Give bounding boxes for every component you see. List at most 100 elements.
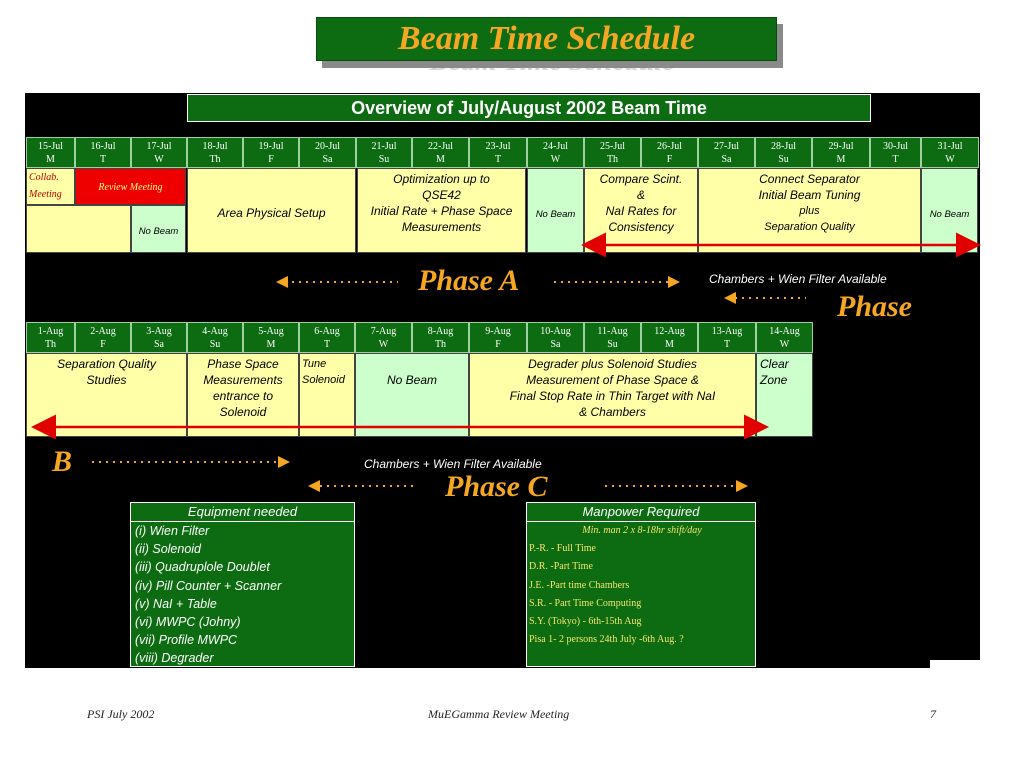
date-label: 26-Jul: [657, 141, 682, 152]
weekday-label: Su: [378, 154, 390, 165]
weekday-label: Sa: [550, 339, 561, 350]
date-label: 28-Jul: [771, 141, 796, 152]
date-label: 11-Aug: [597, 326, 628, 337]
manpower-item: Pisa 1- 2 persons 24th July -6th Aug. ?: [529, 634, 684, 646]
weekday-label: F: [268, 154, 274, 165]
date-label: 12-Aug: [654, 326, 685, 337]
board-corner: [930, 660, 980, 668]
weekday-label: Su: [607, 339, 618, 350]
collab-line: Collab.: [29, 172, 59, 183]
footer-meeting: MuEGamma Review Meeting: [428, 707, 570, 721]
weekday-label: W: [550, 154, 561, 165]
date-label: 29-Jul: [828, 141, 854, 152]
page-title: Beam Time Schedule: [316, 17, 777, 61]
manpower-item: D.R. -Part Time: [529, 561, 593, 573]
date-label: 15-Jul: [38, 141, 63, 152]
page-number: 7: [930, 707, 936, 721]
compare-line: Compare Scint.: [599, 172, 683, 186]
equipment-item: (vii) Profile MWPC: [135, 633, 238, 648]
weekday-label: Th: [606, 154, 619, 165]
weekday-label: T: [892, 154, 899, 165]
footer-date: PSI July 2002: [87, 707, 155, 721]
weekday-label: Su: [209, 339, 221, 350]
date-label: 27-Jul: [714, 141, 739, 152]
equipment-item: (vi) MWPC (Johny): [135, 615, 241, 630]
date-label: 8-Aug: [427, 326, 454, 337]
weekday-label: T: [99, 154, 107, 165]
equipment-item: (viii) Degrader: [135, 651, 214, 666]
collab-line: Meeting: [29, 189, 62, 200]
clear-line: Zone: [760, 373, 788, 387]
date-label: 23-Jul: [485, 141, 511, 152]
arrowhead: [736, 480, 748, 492]
weekday-label: W: [154, 154, 164, 165]
optim-line: Measurements: [401, 220, 482, 234]
weekday-label: Sa: [154, 339, 164, 350]
weekday-label: Th: [434, 339, 447, 350]
date-label: 30-Jul: [883, 141, 908, 152]
date-label: 2-Aug: [90, 326, 116, 337]
phase-c-label: Phase C: [445, 470, 548, 503]
date-label: 31-Jul: [937, 141, 963, 152]
date-label: 14-Aug: [769, 326, 800, 337]
tune-line: Tune: [302, 358, 327, 370]
arrowhead: [724, 292, 736, 304]
weekday-label: W: [779, 339, 790, 350]
manpower-item: J.E. -Part time Chambers: [529, 579, 630, 591]
connect-line: Separation Quality: [764, 221, 855, 233]
weekday-label: T: [723, 339, 731, 350]
date-label: 21-Jul: [371, 141, 397, 152]
optim-line: Initial Rate + Phase Space: [370, 204, 513, 218]
weekday-label: M: [665, 339, 674, 350]
connect-line: Initial Beam Tuning: [758, 188, 861, 202]
weekday-label: M: [266, 339, 276, 350]
ps-line: Phase Space: [207, 357, 279, 371]
date-label: 3-Aug: [146, 326, 172, 337]
date-label: 7-Aug: [370, 326, 397, 337]
weekday-label: Sa: [721, 154, 732, 165]
date-label: 18-Jul: [202, 141, 228, 152]
compare-line: NaI Rates for: [605, 204, 677, 218]
date-label: 10-Aug: [540, 326, 571, 337]
date-label: 25-Jul: [600, 141, 625, 152]
compare-line: Consistency: [608, 220, 674, 234]
equipment-item: (iv) Pill Counter + Scanner: [135, 578, 282, 593]
area-setup-cell: Area Physical Setup: [187, 168, 356, 253]
manpower-item: S.Y. (Tokyo) - 6th-15th Aug: [529, 616, 642, 628]
date-label: 16-Jul: [90, 141, 116, 152]
weekday-label: F: [495, 339, 501, 350]
equipment-header: Equipment needed: [130, 502, 355, 522]
chambers-note-2: Chambers + Wien Filter Available: [364, 457, 542, 471]
phase-b-label-end: B: [52, 445, 73, 478]
arrowhead: [276, 276, 288, 288]
weekday-label: W: [945, 154, 955, 165]
ps-line: entrance to: [212, 389, 274, 403]
optimization-cell: Optimization up to QSE42 Initial Rate + …: [357, 168, 526, 253]
weekday-label: Th: [44, 339, 57, 350]
date-label: 4-Aug: [202, 326, 228, 337]
phase-a-label: Phase A: [418, 264, 520, 297]
date-label: 1-Aug: [37, 326, 64, 337]
date-label: 24-Jul: [543, 141, 568, 152]
equipment-item: (ii) Solenoid: [135, 542, 202, 557]
compare-line: &: [636, 188, 645, 202]
deg-line: Measurement of Phase Space &: [526, 373, 699, 387]
phase-b-label-start: Phase: [837, 290, 912, 323]
